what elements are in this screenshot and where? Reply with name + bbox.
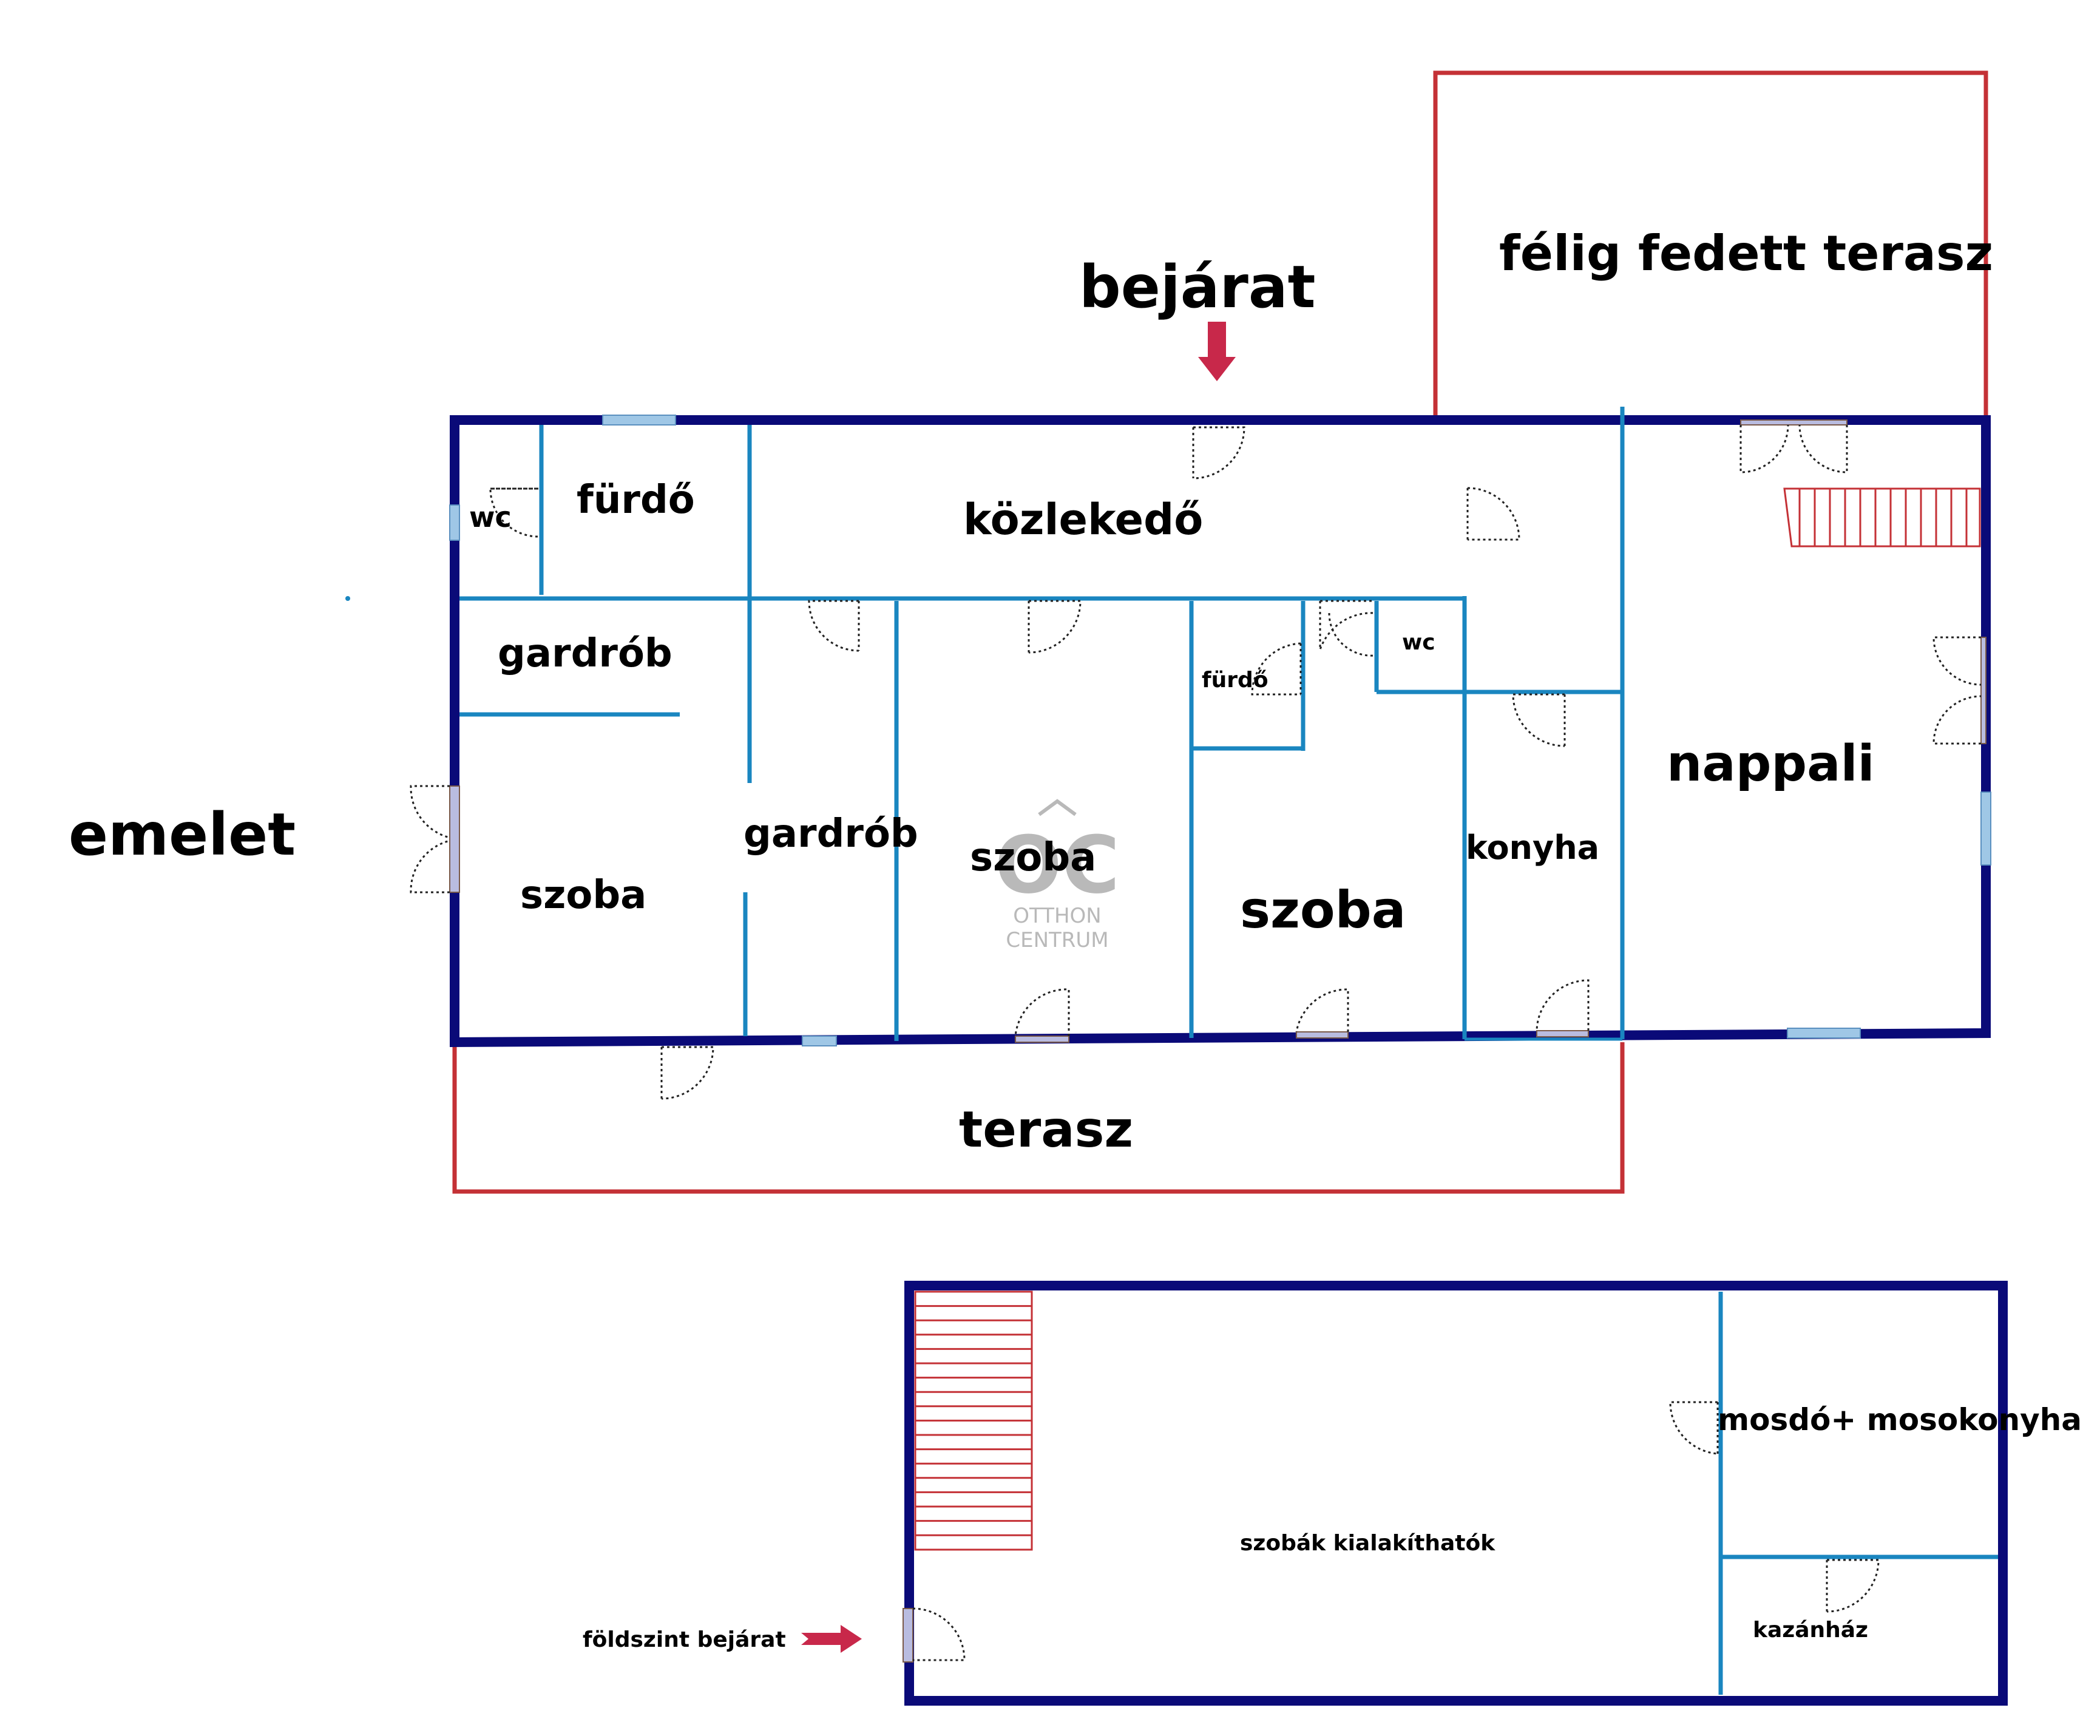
ground-floor-outer-walls xyxy=(904,1281,2008,1706)
label-mosdo-mosokonyha: mosdó+ mosokonyha xyxy=(1718,1402,2082,1437)
label-gardrob-1: gardrób xyxy=(498,631,672,676)
label-furdo-upper-2: fürdő xyxy=(1202,668,1268,693)
arrow-right-icon xyxy=(801,1625,862,1653)
label-szoba-3: szoba xyxy=(1240,880,1406,940)
ground-floor-doors xyxy=(903,1401,1880,1663)
ground-floor-staircase xyxy=(914,1290,1033,1551)
label-wc-upper-2: wc xyxy=(1402,630,1435,655)
label-szobak-kialakithatok: szobák kialakíthatók xyxy=(1240,1531,1495,1556)
upper-floor-inner-walls xyxy=(345,407,1625,1041)
label-felig-fedett-terasz: félig fedett terasz xyxy=(1499,225,1993,282)
otthon-centrum-logo: OC OTTHON CENTRUM xyxy=(995,799,1120,952)
label-terasz: terasz xyxy=(959,1101,1133,1159)
label-szoba-1: szoba xyxy=(520,873,646,918)
label-nappali: nappali xyxy=(1667,735,1875,793)
logo-line-1: OTTHON xyxy=(1013,904,1101,928)
label-gardrob-2: gardrób xyxy=(743,812,918,856)
label-wc-upper-1: wc xyxy=(469,501,512,534)
label-bejarat: bejárat xyxy=(1079,253,1316,321)
label-kozlekedo: közlekedő xyxy=(963,495,1203,544)
label-furdo-upper-1: fürdő xyxy=(577,478,695,523)
upper-floor-doors xyxy=(410,419,1987,1100)
label-foldszint-bejarat: földszint bejárat xyxy=(583,1627,786,1652)
label-szoba-2: szoba xyxy=(970,835,1096,880)
logo-mark: OC xyxy=(995,819,1120,911)
terrace-outline xyxy=(452,1042,1625,1194)
label-kazanhaz: kazánház xyxy=(1753,1618,1868,1643)
logo-line-2: CENTRUM xyxy=(1006,928,1108,952)
label-konyha: konyha xyxy=(1466,829,1599,867)
semi-covered-terrace-outline xyxy=(1433,70,1988,418)
ground-floor-inner-walls xyxy=(1718,1292,1998,1695)
label-emelet: emelet xyxy=(69,801,296,869)
upper-floor-windows xyxy=(449,415,1991,1046)
upper-floor-staircase xyxy=(1783,487,1981,548)
arrow-down-icon xyxy=(1198,322,1236,381)
